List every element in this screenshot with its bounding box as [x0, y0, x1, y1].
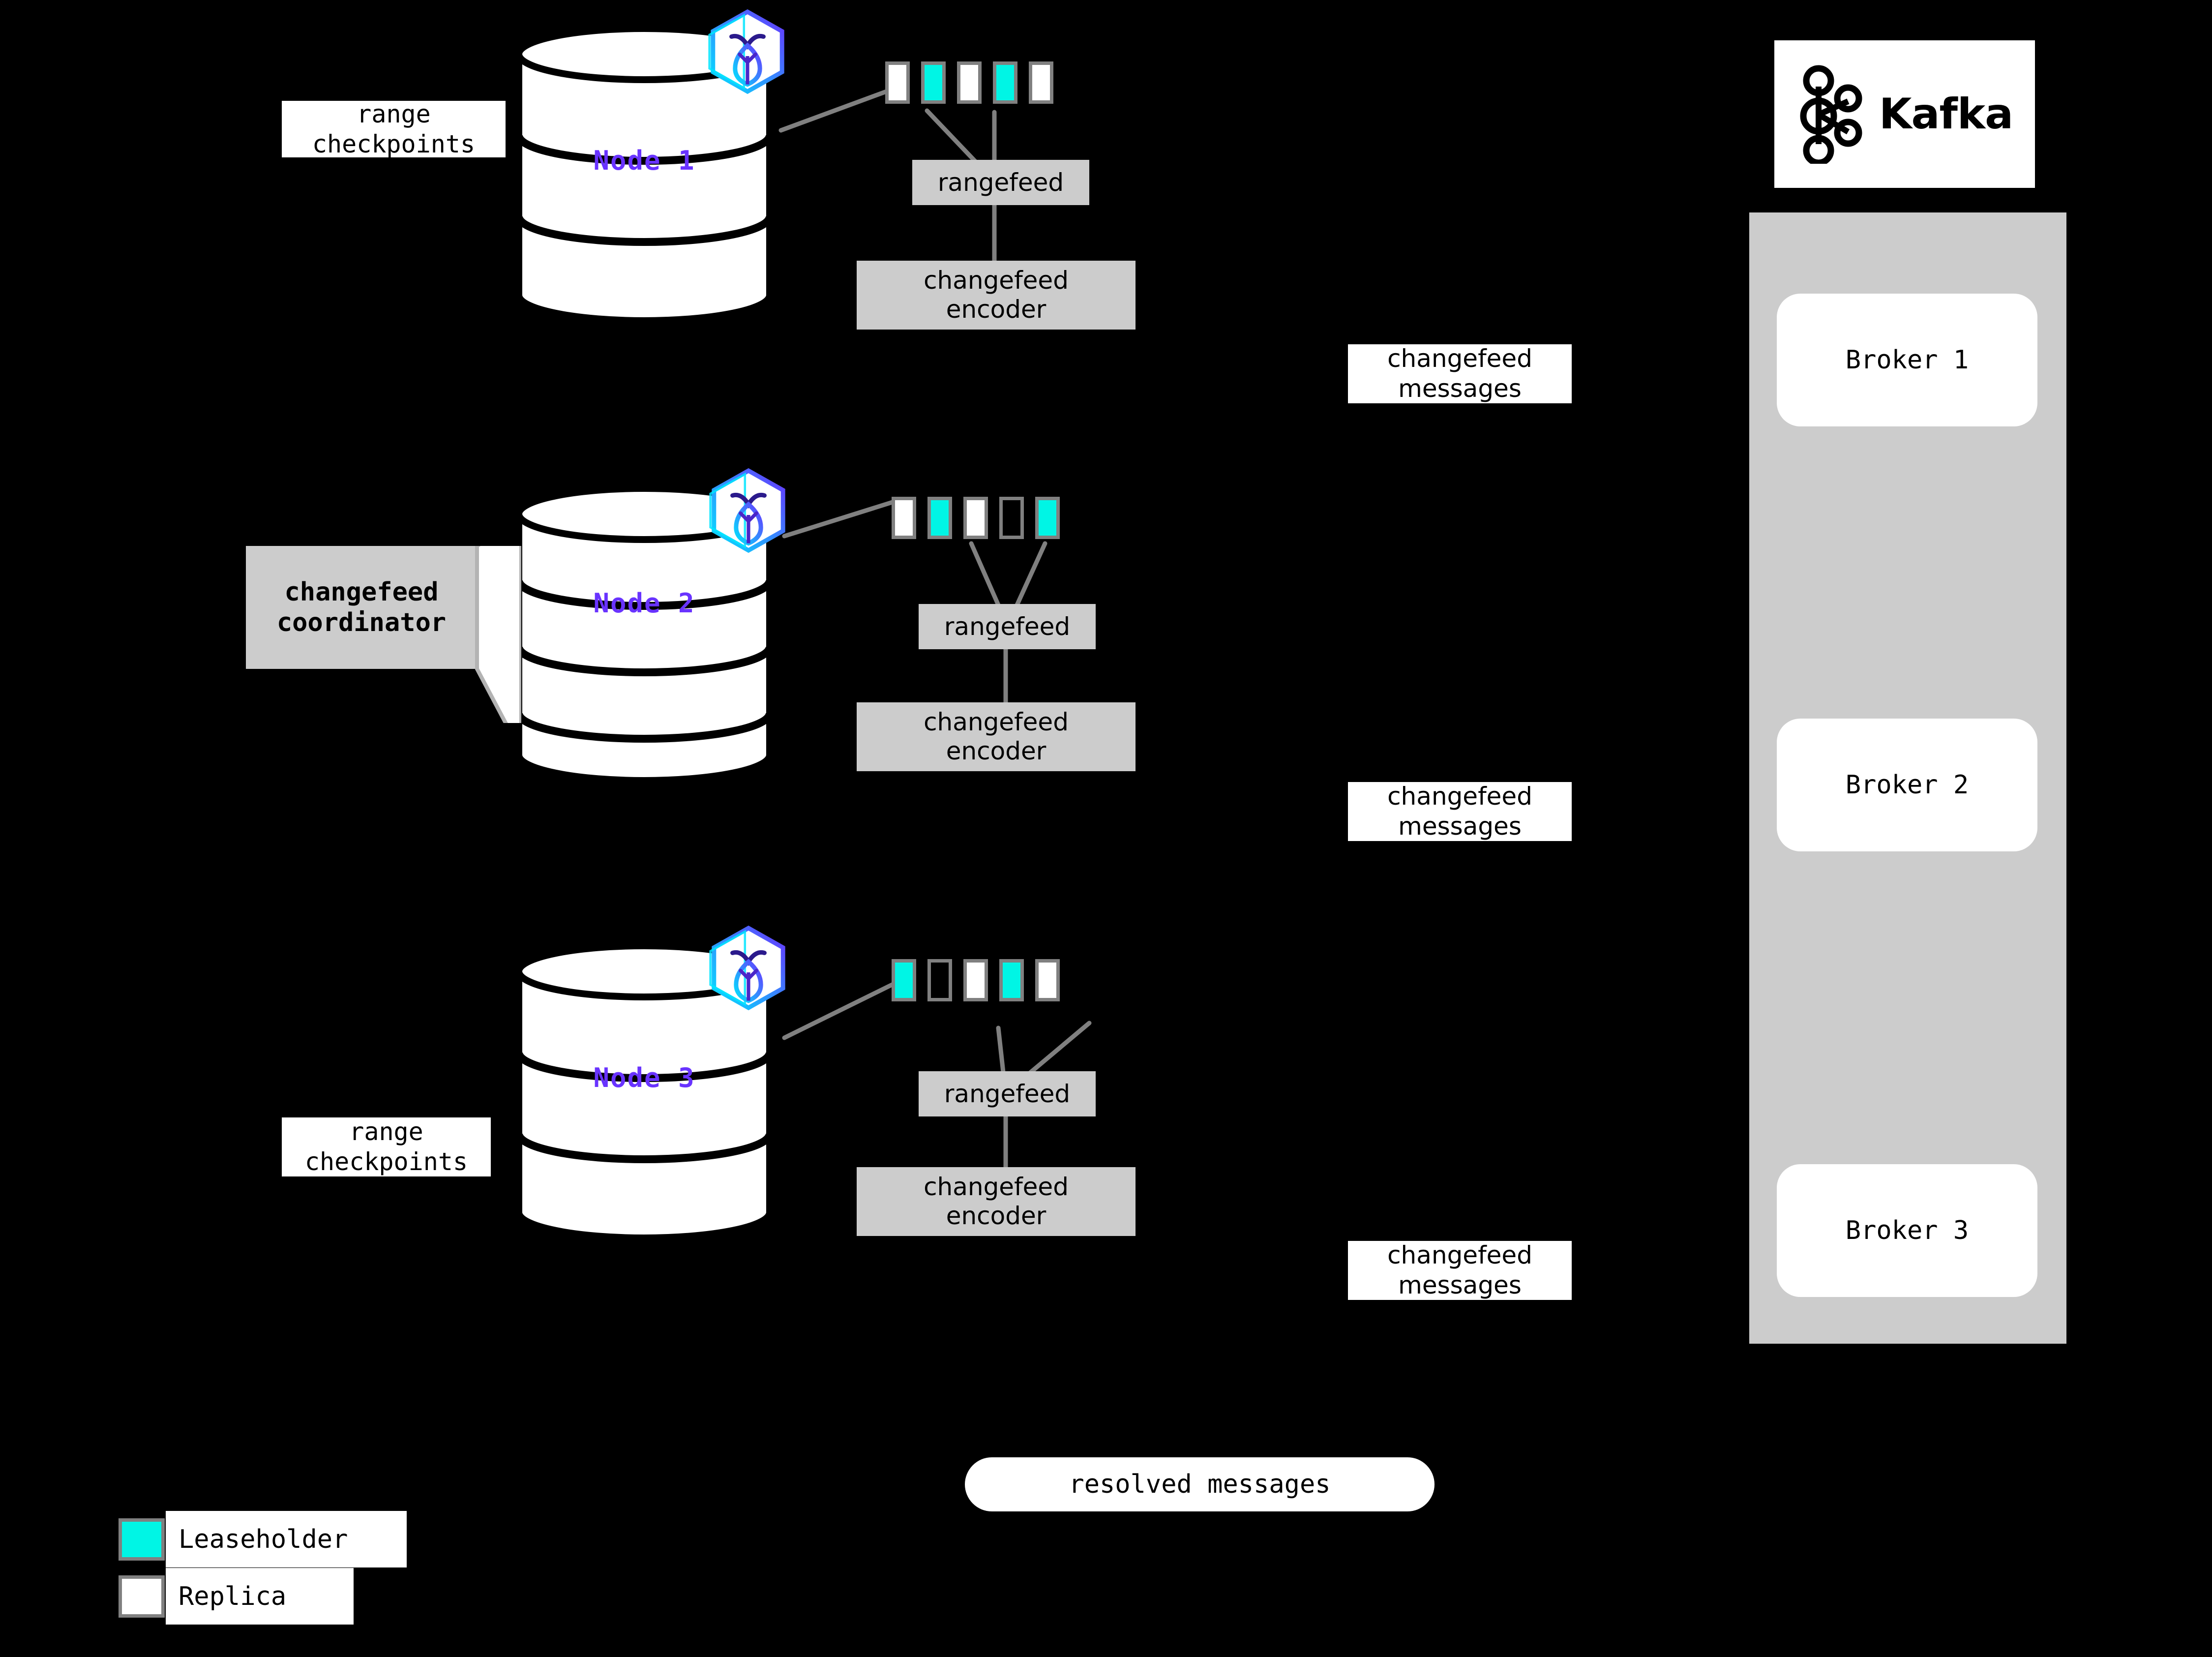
node-3-cylinder: Node 3: [514, 942, 775, 1242]
range-box[interactable]: [927, 497, 952, 539]
changefeed-coordinator-label: changefeed coordinator: [276, 577, 447, 637]
range-box[interactable]: [963, 959, 988, 1001]
range-box[interactable]: [892, 959, 916, 1001]
node-2-range-row: [892, 497, 1071, 539]
node-2-rangefeed-box[interactable]: rangefeed: [919, 604, 1096, 649]
changefeed-coordinator-callout[interactable]: changefeed coordinator: [246, 546, 521, 723]
changefeed-messages-label-3: changefeed messages: [1348, 1241, 1572, 1300]
cockroachdb-logo: [703, 7, 792, 98]
cockroachdb-logo: [704, 466, 793, 557]
node-2-changefeed-encoder-box[interactable]: changefeed encoder: [857, 702, 1136, 771]
node-3-label: Node 3: [593, 1062, 695, 1093]
range-box[interactable]: [921, 61, 946, 104]
kafka-ingress-arrow: [2064, 329, 2106, 350]
legend-swatch-leaseholder: [119, 1518, 165, 1561]
kafka-wordmark: Kafka: [1879, 90, 2013, 139]
range-box[interactable]: [999, 497, 1024, 539]
range-box[interactable]: [993, 61, 1017, 104]
node-3-range-checkpoints-label: range checkpoints: [282, 1117, 491, 1176]
resolved-messages-pill[interactable]: resolved messages: [965, 1457, 1435, 1511]
changefeed-messages-label-2: changefeed messages: [1348, 782, 1572, 841]
range-box[interactable]: [963, 497, 988, 539]
broker-2[interactable]: Broker 2: [1777, 719, 2037, 851]
legend-label-leaseholder: Leaseholder: [166, 1511, 407, 1567]
range-box[interactable]: [1029, 61, 1053, 104]
node-2-label: Node 2: [593, 588, 695, 619]
range-box[interactable]: [885, 61, 910, 104]
kafka-logo-box: Kafka: [1774, 40, 2035, 188]
node-1-changefeed-encoder-box[interactable]: changefeed encoder: [857, 261, 1136, 330]
changefeed-messages-label-1: changefeed messages: [1348, 344, 1572, 403]
node-1-range-checkpoints-label: range checkpoints: [282, 101, 506, 157]
range-box[interactable]: [927, 959, 952, 1001]
range-box[interactable]: [1035, 959, 1060, 1001]
broker-label: Broker 2: [1845, 770, 1969, 800]
node-1-range-row: [885, 61, 1065, 104]
broker-label: Broker 1: [1845, 345, 1969, 375]
legend-swatch-replica: [119, 1575, 165, 1618]
node-3-range-row: [892, 959, 1071, 1001]
node-3-changefeed-encoder-box[interactable]: changefeed encoder: [857, 1167, 1136, 1236]
broker-3[interactable]: Broker 3: [1777, 1164, 2037, 1297]
node-1-label: Node 1: [593, 145, 695, 176]
node-1-rangefeed-box[interactable]: rangefeed: [912, 160, 1089, 205]
node-3-rangefeed-box[interactable]: rangefeed: [919, 1071, 1096, 1116]
broker-label: Broker 3: [1845, 1216, 1969, 1245]
range-box[interactable]: [892, 497, 916, 539]
broker-1[interactable]: Broker 1: [1777, 294, 2037, 426]
kafka-node-graph-icon: [1796, 63, 1870, 166]
legend-label-replica: Replica: [166, 1568, 354, 1625]
range-box[interactable]: [1035, 497, 1060, 539]
cockroachdb-logo: [704, 924, 793, 1014]
range-box[interactable]: [999, 959, 1024, 1001]
range-box[interactable]: [957, 61, 982, 104]
node-2-cylinder: Node 2: [514, 484, 775, 784]
